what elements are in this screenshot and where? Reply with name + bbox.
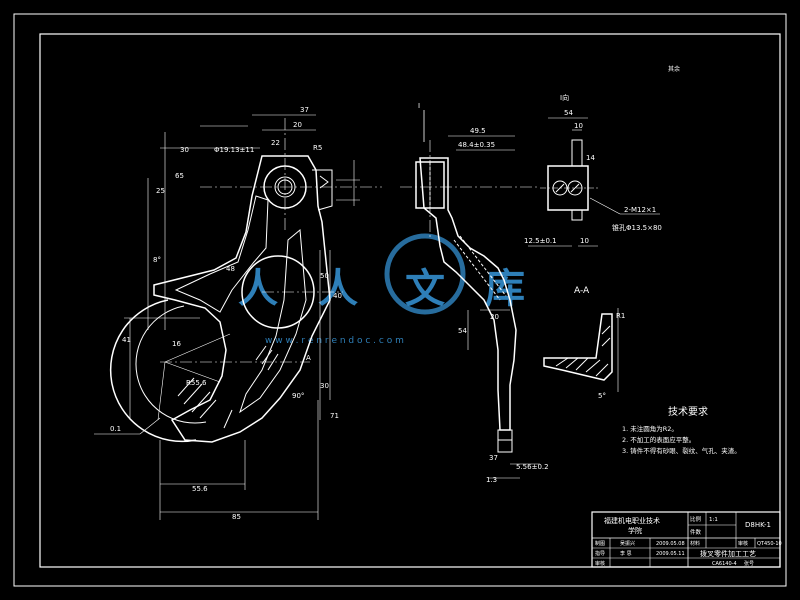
dim-hole: Φ19.13±11 [214, 146, 254, 154]
dim-5deg: 5° [598, 392, 606, 400]
dim-556b: 5.56±0.2 [516, 463, 549, 471]
dim-556: 55.6 [192, 485, 208, 493]
requirement-2: 2. 不加工的表面应平整。 [622, 435, 695, 444]
dim-85: 85 [232, 513, 241, 521]
part-code: CA6140-4 [712, 561, 737, 567]
dim-8deg: 8° [153, 256, 161, 264]
dim-10: 10 [574, 122, 583, 130]
material-value: QT450-10 [757, 541, 782, 547]
dim-54: 54 [458, 327, 467, 335]
drawing-code: D8HK-1 [745, 521, 771, 529]
dim-r556: R55.6 [186, 379, 207, 387]
designer-label: 制图 [595, 540, 605, 547]
i-direction-view [528, 117, 660, 247]
dim-65: 65 [175, 172, 184, 180]
dim-495: 49.5 [470, 127, 486, 135]
dim-30b: 30 [320, 382, 329, 390]
row3-label: 审核 [595, 560, 605, 567]
dim-20b: 20 [490, 313, 499, 321]
dim-37b: 37 [489, 454, 498, 462]
requirement-3: 3. 铸件不得有砂眼、裂纹、气孔、夹渣。 [622, 446, 741, 455]
dim-71: 71 [330, 412, 339, 420]
dim-r5: R5 [313, 144, 322, 152]
dim-25: 25 [156, 187, 165, 195]
outer-border [13, 13, 787, 587]
section-aa [543, 308, 619, 392]
dim-41: 41 [122, 336, 131, 344]
dim-10b: 10 [580, 237, 589, 245]
requirement-1: 1. 未注圆角为R2。 [622, 424, 678, 433]
watermark-url: w w w . r e n r e n d o c . c o m [265, 336, 404, 346]
watermark-char-3: 文 [405, 266, 445, 312]
front-view [94, 114, 382, 520]
dim-50: 50 [320, 272, 329, 280]
i-view-label: I向 [560, 93, 569, 102]
scale-label: 比例 [690, 515, 702, 523]
front-view-dimensions: 37 20 22 R5 30 65 25 Φ19.13±11 48 8° 41 … [110, 106, 342, 521]
dim-37: 37 [300, 106, 309, 114]
section-aa-label: A-A [574, 286, 590, 296]
side-view-dimensions: I 49.5 48.4±0.35 20 54 37 1.3 5.56±0.2 [418, 102, 549, 484]
scale-value: 1:1 [709, 517, 718, 523]
dim-125: 12.5±0.1 [524, 237, 557, 245]
material-label: 材料 [690, 540, 700, 547]
dim-16: 16 [172, 340, 181, 348]
dim-13: 1.3 [486, 476, 497, 484]
title-block [591, 511, 781, 568]
dim-54b: 54 [564, 109, 573, 117]
title-block-text: 福建机电职业技术 学院 比例 1:1 件数 D8HK-1 制图 吴振兴 2009… [595, 515, 782, 567]
technical-requirements: 技术要求 1. 未注圆角为R2。 2. 不加工的表面应平整。 3. 铸件不得有砂… [622, 405, 741, 455]
view-arrow-label: I [418, 102, 420, 110]
school-name-sub: 学院 [628, 526, 642, 535]
watermark-circle [384, 233, 466, 315]
watermark-char-2: 人 [318, 266, 358, 312]
inner-border [39, 33, 781, 568]
i-view-dimensions: I向 54 10 14 12.5±0.1 10 2-M12×1 锥孔Φ13.5×… [524, 93, 662, 245]
requirements-title: 技术要求 [668, 405, 708, 418]
dim-hole2: 锥孔Φ13.5×80 [612, 223, 662, 232]
dim-20: 20 [293, 121, 302, 129]
school-name: 福建机电职业技术 [604, 516, 660, 525]
section-mark-a: A [306, 354, 311, 362]
dim-90deg: 90° [292, 392, 304, 400]
watermark: 人 人 文 库 w w w . r e n r e n d o c . c o … [238, 233, 525, 346]
designer-name: 吴振兴 [620, 540, 635, 547]
dim-30: 30 [180, 146, 189, 154]
dim-14: 14 [586, 154, 595, 162]
design-date: 2009.05.08 [656, 541, 685, 547]
dim-r1: R1 [616, 312, 625, 320]
dim-22: 22 [271, 139, 280, 147]
checker-name: 李 思 [620, 550, 632, 557]
top-right-note: 其余 [668, 65, 680, 73]
part-name: 拨叉零件加工工艺 [700, 549, 756, 558]
sheet-label: 张号 [744, 560, 754, 567]
checker-label: 指导 [595, 550, 605, 557]
dim-4840: 48.4±0.35 [458, 141, 495, 149]
dim-tol: 0.1 [110, 425, 121, 433]
dim-48: 48 [226, 265, 235, 273]
approve-label: 审核 [738, 540, 748, 547]
dim-m12: 2-M12×1 [624, 206, 656, 214]
qty-label: 件数 [690, 528, 702, 536]
side-view [400, 110, 540, 479]
dim-40: 40 [333, 292, 342, 300]
check-date: 2009.05.11 [656, 551, 685, 557]
